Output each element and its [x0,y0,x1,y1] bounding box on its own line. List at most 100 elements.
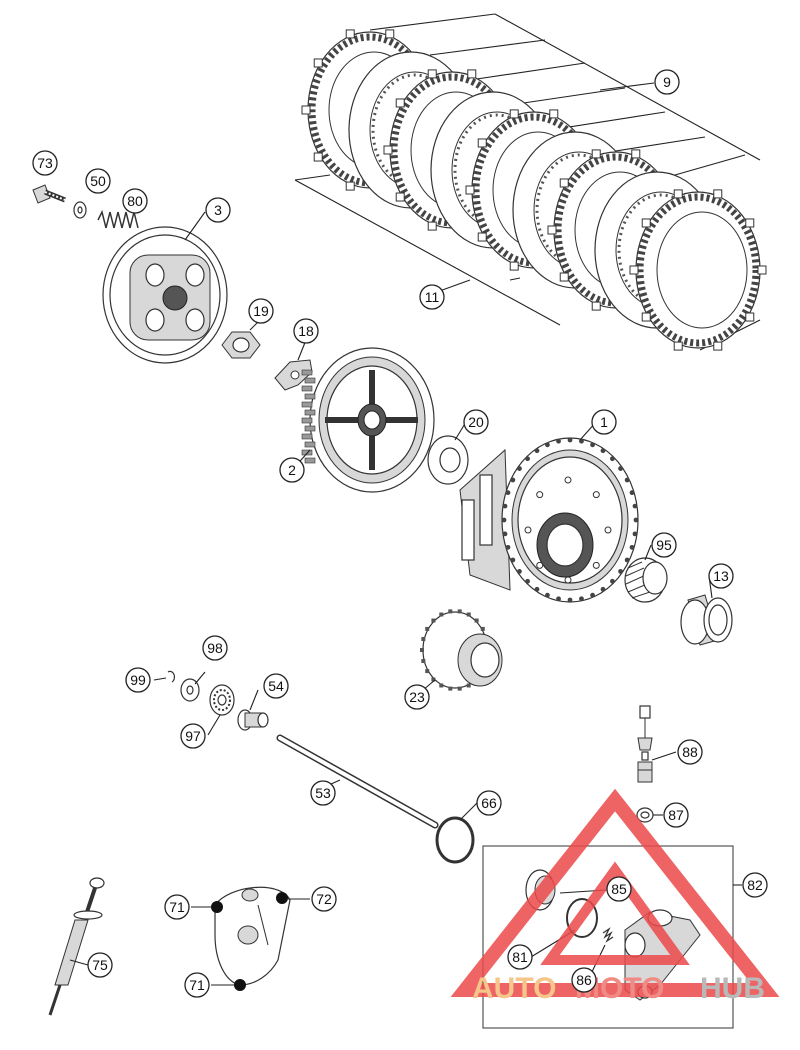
plate-tab [641,218,651,228]
callout-99: 99 [125,667,151,693]
hub-tooth [301,401,313,408]
gear-tooth [431,677,436,682]
callout-19: 19 [248,298,274,324]
callout-71-top: 71 [164,894,190,920]
gear-tooth [425,669,430,674]
plate-tab [641,312,651,322]
pressure-plate-3 [102,226,228,364]
hub-tooth [304,377,316,384]
slave-cylinder-group-box [482,845,734,1029]
basket-hole [536,491,544,499]
o-ring-66 [435,816,475,864]
callout-18: 18 [293,318,319,344]
plate-tab [313,152,323,162]
plate-tab [713,189,723,199]
callout-71-bottom: 71 [184,972,210,998]
callout-label: 98 [207,640,223,656]
basket-tooth [590,442,595,448]
plate-tab [591,301,601,311]
callout-73: 73 [32,150,58,176]
plate-tab [477,138,487,148]
callout-label: 19 [253,303,269,319]
callout-label: 99 [130,672,146,688]
callout-label: 13 [713,568,729,584]
callout-75: 75 [87,952,113,978]
grease-syringe-75 [48,877,105,1016]
basket-tooth [502,531,508,537]
gear-tooth [431,618,436,623]
callout-54: 54 [263,673,289,699]
callout-66: 66 [476,790,502,816]
callout-80: 80 [122,188,148,214]
gear-tooth [425,626,430,631]
plate-tab [549,109,559,119]
hub-tooth [304,457,316,464]
gear-tooth [480,626,485,631]
watermark-text: AUTO MOTO HUB [472,972,765,1005]
slave-cover-71 [211,886,291,991]
callout-label: 72 [316,891,332,907]
basket-tooth [545,592,550,598]
callout-label: 86 [576,972,592,988]
callout-label: 73 [37,155,53,171]
basket-tooth [567,597,573,603]
plate-tab [559,272,569,282]
callout-label: 1 [600,414,608,430]
callout-2: 2 [279,457,305,483]
washer-98 [180,678,200,702]
bolt-73 [32,184,66,204]
callout-label: 85 [611,881,627,897]
basket-hole [592,491,600,499]
basket-hole [524,526,532,534]
plate-inner-edge [656,211,748,329]
callout-label: 23 [409,689,425,705]
plate-tab [395,192,405,202]
callout-label: 20 [468,414,484,430]
primary-gear-23 [420,609,503,691]
plate-tab [509,109,519,119]
thrust-bearing-97 [209,684,235,716]
callout-label: 66 [481,795,497,811]
gear-tooth [466,612,471,617]
callout-82: 82 [742,872,768,898]
gear-tooth [439,683,444,688]
basket-tooth [579,596,584,602]
callout-label: 3 [214,202,222,218]
callout-13: 13 [708,563,734,589]
hub-tooth [301,417,313,424]
basket-tooth [632,531,638,537]
plate-tab [631,149,641,159]
basket-tooth [534,586,540,592]
thrust-washer-20 [427,435,469,485]
basket-hole [564,576,572,584]
plate-tab [385,29,395,39]
plate-tab [757,265,767,275]
hub-tooth [304,393,316,400]
spring-80 [97,209,139,229]
pressure-piece-54 [237,709,269,731]
callout-label: 11 [425,289,440,305]
basket-hole [604,526,612,534]
plate-tab [427,69,437,79]
callout-23: 23 [404,684,430,710]
basket-tooth [632,503,638,509]
watermark-logo [450,788,780,997]
basket-tooth [510,477,516,483]
plate-tab [559,178,569,188]
gear-tooth [457,609,462,614]
watermark-hub: HUB [700,972,765,1005]
spring-86 [602,927,614,943]
basket-tooth [534,448,540,454]
plate-tab [745,218,755,228]
callout-88: 88 [677,739,703,765]
callout-50: 50 [85,168,111,194]
basket-tooth [624,557,630,563]
basket-tooth [629,490,635,496]
callout-98: 98 [202,635,228,661]
needle-bearing-95 [624,557,668,603]
gear-tooth [448,686,453,691]
callout-label: 75 [92,957,108,973]
outer-clutch-basket-1 [459,437,639,603]
callout-9: 9 [654,69,680,95]
